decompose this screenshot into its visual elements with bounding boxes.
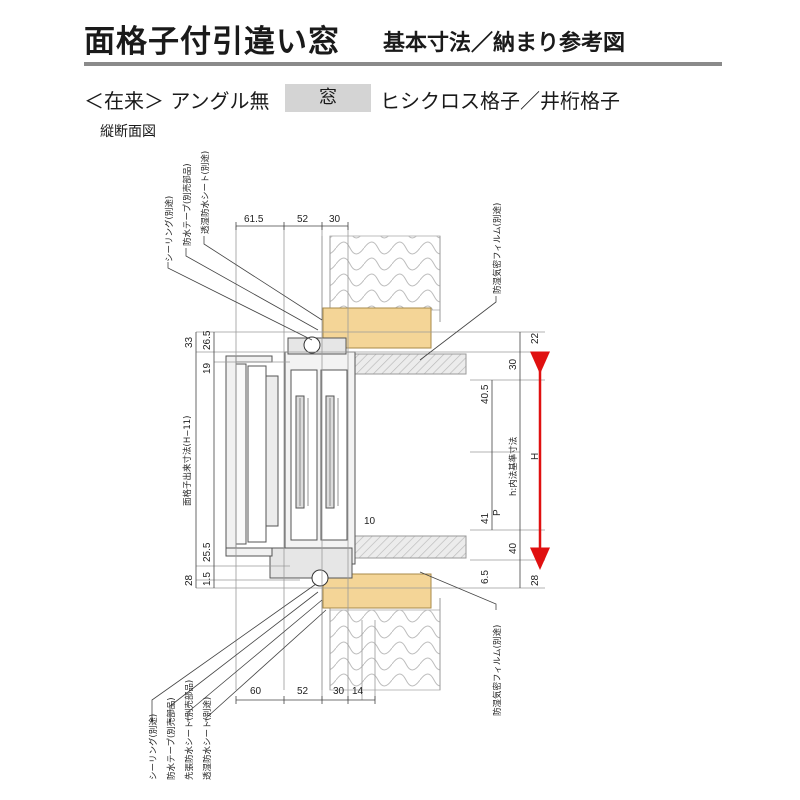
page-title: 面格子付引違い窓 (84, 24, 340, 60)
leaders-top (167, 236, 497, 361)
dim-bot-14: 14 (352, 686, 364, 697)
dim-left-33: 33 (184, 336, 195, 348)
label-vapor-film-bot: 防湿気密フィルム(別途) (492, 625, 503, 716)
label-vapor-film-top: 防湿気密フィルム(別途) (492, 203, 503, 294)
dim-right-41: 41 (480, 512, 491, 524)
spec-suffix: ヒシクロス格子／井桁格子 (380, 89, 620, 113)
dim-right-40-5: 40.5 (480, 384, 491, 404)
top-dim-line (235, 222, 349, 230)
right-dim-line (491, 332, 521, 588)
sill-board (349, 535, 467, 559)
label-sill-sheet-bot: 先張防水シート(別売部品) (184, 680, 195, 780)
label-waterproof-tape-top: 防水テープ(別売部品) (182, 163, 193, 246)
section-label: 縦断面図 (100, 124, 156, 140)
reference-lines (196, 226, 545, 700)
page-subtitle: 基本寸法／納まり参考図 (383, 31, 626, 56)
sill-wood (322, 573, 432, 609)
spec-prefix: ＜在来＞ アングル無 (84, 89, 270, 113)
dim-bot-52: 52 (297, 686, 309, 697)
label-sealing-top: シーリング(別途) (164, 196, 175, 262)
dim-mid-10: 10 (364, 516, 376, 527)
dim-left-1-5: 1.5 (202, 572, 213, 586)
dim-top-52: 52 (297, 214, 309, 225)
sealing-top-bead (303, 336, 321, 354)
dim-right-30: 30 (508, 358, 519, 370)
label-inner-std: h:内法基準寸法 (508, 437, 519, 496)
dim-left-28: 28 (184, 574, 195, 586)
dim-bot-60: 60 (250, 686, 262, 697)
leaders-bottom (151, 571, 497, 722)
spec-badge: 窓 (285, 84, 371, 112)
dim-left-25-5: 25.5 (202, 542, 213, 562)
dim-left-19: 19 (202, 362, 213, 374)
label-breathable-sheet-bot: 透湿防水シート(別途) (202, 697, 213, 780)
dim-left-26-5: 26.5 (202, 330, 213, 350)
dim-top-30: 30 (329, 214, 341, 225)
left-dim-line (195, 332, 215, 588)
dim-right-28: 28 (530, 574, 541, 586)
sealing-bot-bead (311, 569, 329, 587)
label-facade-dim: 面格子出来寸法(H−11) (182, 416, 193, 506)
glazing (299, 398, 339, 506)
dim-right-40: 40 (508, 542, 519, 554)
dim-right-6-5: 6.5 (480, 570, 491, 584)
dim-top-61-5: 61.5 (244, 214, 264, 225)
title-rule (84, 62, 722, 66)
label-sealing-bot: シーリング(別途) (148, 714, 159, 780)
wall-bottom (321, 598, 441, 691)
label-waterproof-tape-bot: 防水テープ(別売部品) (166, 697, 177, 780)
dim-right-22: 22 (530, 332, 541, 344)
dim-p: P (492, 509, 503, 516)
bottom-dim-line (235, 696, 376, 704)
window-frame (269, 337, 356, 579)
grille (225, 355, 279, 557)
label-breathable-sheet-top: 透湿防水シート(別途) (200, 151, 211, 234)
dim-bot-30: 30 (333, 686, 345, 697)
head-board (349, 353, 467, 375)
